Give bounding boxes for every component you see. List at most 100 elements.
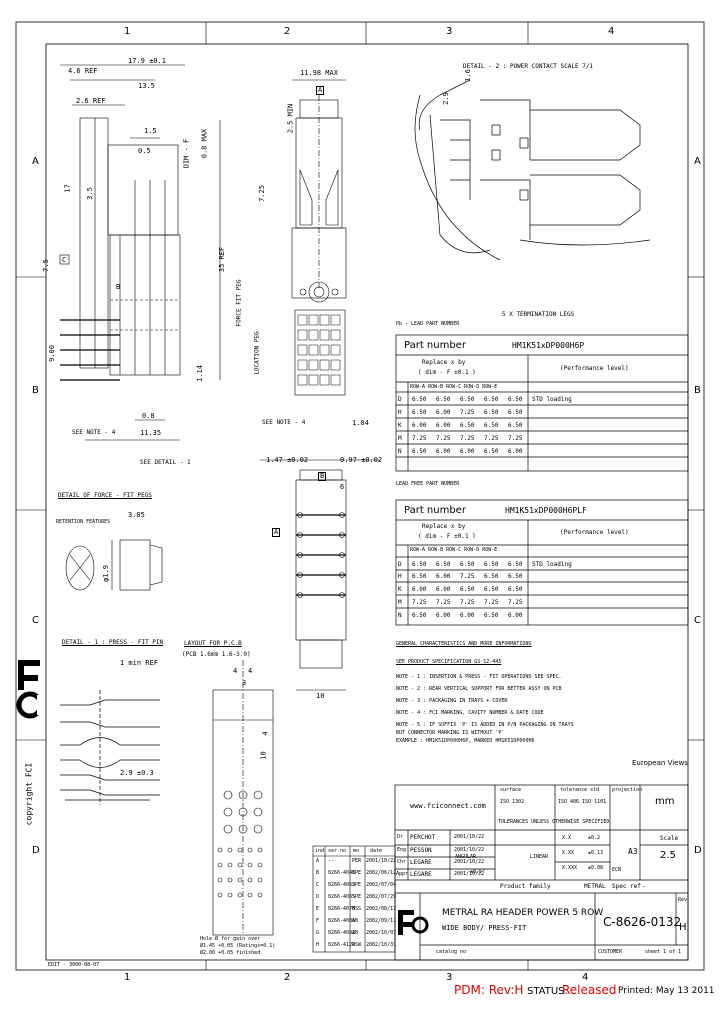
lead-row-e: 7.25	[508, 435, 523, 442]
rev-date: 2002/10/07	[366, 930, 397, 936]
lead-row-e: 6.50	[508, 409, 523, 416]
leadfree-perf-label: (Performance level)	[560, 529, 629, 536]
dim-label: 7.25	[257, 185, 266, 202]
lead-row-b: 7.25	[436, 435, 451, 442]
dim-label: 13.5	[138, 82, 155, 90]
layout-subtitle: (PCB 1.6mm 1.6-3.0)	[182, 651, 251, 658]
pin-detail-view	[60, 690, 160, 805]
rev-mo: PER	[352, 858, 362, 864]
lead-row-b: 6.00	[436, 409, 451, 416]
leadfree-row-e: 6.00	[508, 612, 523, 619]
scale-label: Scale	[660, 835, 679, 842]
dim-label: 35 REF	[218, 246, 227, 273]
dim-label: 1.04	[352, 419, 369, 427]
rev-header: mo	[353, 848, 360, 854]
dim-label: φ1.9	[101, 565, 110, 582]
rev-ind: A	[316, 858, 320, 864]
lead-row-c: 6.50	[460, 422, 475, 429]
surface-std: ISO 1302	[500, 799, 525, 805]
lead-row-b: 6.00	[436, 448, 451, 455]
rev-ind: C	[316, 882, 320, 888]
dim-label: 1.47 ±0.02	[266, 456, 309, 464]
middle-view	[260, 459, 380, 691]
rev-date: 2001/10/22	[366, 858, 397, 864]
row-label-c: C	[32, 615, 39, 626]
note-line: NOTE - 5 : IF SUFFIX 'P' IS ADDED IN P/N…	[396, 722, 574, 728]
dim-label: 3.5	[85, 187, 94, 200]
column-label-2-bottom: 2	[284, 972, 291, 983]
lead-part-number: HM1K51xDP000H6P	[512, 341, 585, 350]
angular-value: ±0.5°	[470, 869, 486, 875]
dim-label: 10	[259, 751, 268, 760]
tolerance-std: ISO 406 ISO 1101	[558, 799, 607, 805]
column-label-3-bottom: 3	[446, 972, 453, 983]
lead-row-c: 7.25	[460, 435, 475, 442]
drawing-title: METRAL RA HEADER POWER 5 ROW	[442, 908, 604, 918]
leadfree-row-d: 6.50	[484, 612, 499, 619]
rev-ser: --	[328, 858, 335, 864]
sheet-label: sheet 1 of 1	[645, 949, 682, 955]
lead-row-code: H	[398, 409, 402, 416]
dim-label: 6	[340, 483, 345, 491]
rev-header: date	[370, 848, 383, 854]
rev-ind: D	[316, 894, 320, 900]
dim-label: 3	[242, 679, 247, 687]
column-label-1-bottom: 1	[124, 972, 131, 983]
leadfree-row-b: 6.00	[436, 612, 451, 619]
lead-row-code: D	[398, 396, 402, 403]
size-label: A3	[628, 847, 638, 856]
notes-spec: SEE PRODUCT SPECIFICATION GS-12-445	[396, 659, 502, 665]
lead-row-d: 6.50	[484, 448, 499, 455]
rev-date: 2002/09/11	[366, 918, 397, 924]
lead-perf-label: (Performance level)	[560, 365, 629, 372]
printed-date: Printed: May 13 2011	[618, 986, 715, 996]
row-label-d-right: D	[694, 845, 702, 856]
row-label-b: B	[32, 385, 39, 396]
pin-detail-title: DETAIL - 1 : PRESS - FIT PIN	[62, 639, 164, 646]
datum-label: A	[316, 86, 325, 95]
rev-header: ser no	[328, 848, 347, 854]
lead-row-a: 6.00	[412, 422, 427, 429]
note-callout: SEE NOTE - 4	[72, 429, 116, 436]
title-block-lines	[394, 784, 689, 961]
fci-logo-left	[16, 660, 45, 719]
dim-label: 0.97 ±0.02	[340, 456, 383, 464]
leadfree-table-header: ROW-A ROW-B ROW-C ROW-D ROW-E	[410, 547, 498, 553]
side-view	[60, 64, 221, 441]
leadfree-row-b: 6.00	[436, 573, 451, 580]
sig-role: Appr	[396, 871, 409, 877]
sig-role: Chr	[397, 859, 407, 865]
sig-date: 2001/10/22	[454, 834, 485, 840]
column-label-3: 3	[446, 26, 453, 37]
lead-row-code: K	[398, 422, 402, 429]
layout-note: Ø1.45 +0.05 (Ratings=0.1)	[200, 943, 276, 949]
surface-label: surface	[500, 787, 522, 793]
rev-mo: BPE	[352, 870, 362, 876]
peg-detail-view	[65, 539, 163, 591]
dim-label: 0.8	[142, 412, 155, 420]
fci-logo-titleblock	[398, 910, 429, 935]
tol-row-val: ±0.2	[588, 835, 601, 841]
peg-detail-title: DETAIL OF FORCE - FIT PEGS	[58, 492, 152, 499]
sig-role: Eng	[397, 847, 407, 853]
leadfree-row-code: H	[398, 573, 402, 580]
lead-row-a: 7.25	[412, 435, 427, 442]
leadfree-row-c: 6.00	[460, 612, 475, 619]
dim-label: 10	[316, 692, 325, 700]
sig-date: 2001/10/22	[454, 847, 485, 853]
leadfree-row-d: 7.25	[484, 599, 499, 606]
detail2-note: 5 X TERMINATION LEGS	[502, 311, 575, 318]
leadfree-row-b: 7.25	[436, 599, 451, 606]
leadfree-row-note: STD loading	[532, 561, 572, 568]
leadfree-row-a: 6.50	[412, 561, 427, 568]
tol-row-key: X.XX	[562, 850, 575, 856]
lead-row-note: STD loading	[532, 396, 572, 403]
note-line: EXAMPLE : HM1K51DP000H6P, MARKED HM1K51D…	[396, 738, 535, 744]
note-line: BUT CONNECTOR MARKING IS WITHOUT 'P'	[396, 730, 505, 736]
lead-row-e: 6.50	[508, 422, 523, 429]
rev-ser: 0266-4062	[328, 882, 356, 888]
note-line: NOTE - 1 : INSERTION & PRESS - FIT OPERA…	[396, 674, 562, 680]
rev-ind: G	[316, 930, 320, 936]
dim-label: 9.00	[47, 345, 56, 362]
lead-part-label: Part number	[404, 340, 466, 351]
